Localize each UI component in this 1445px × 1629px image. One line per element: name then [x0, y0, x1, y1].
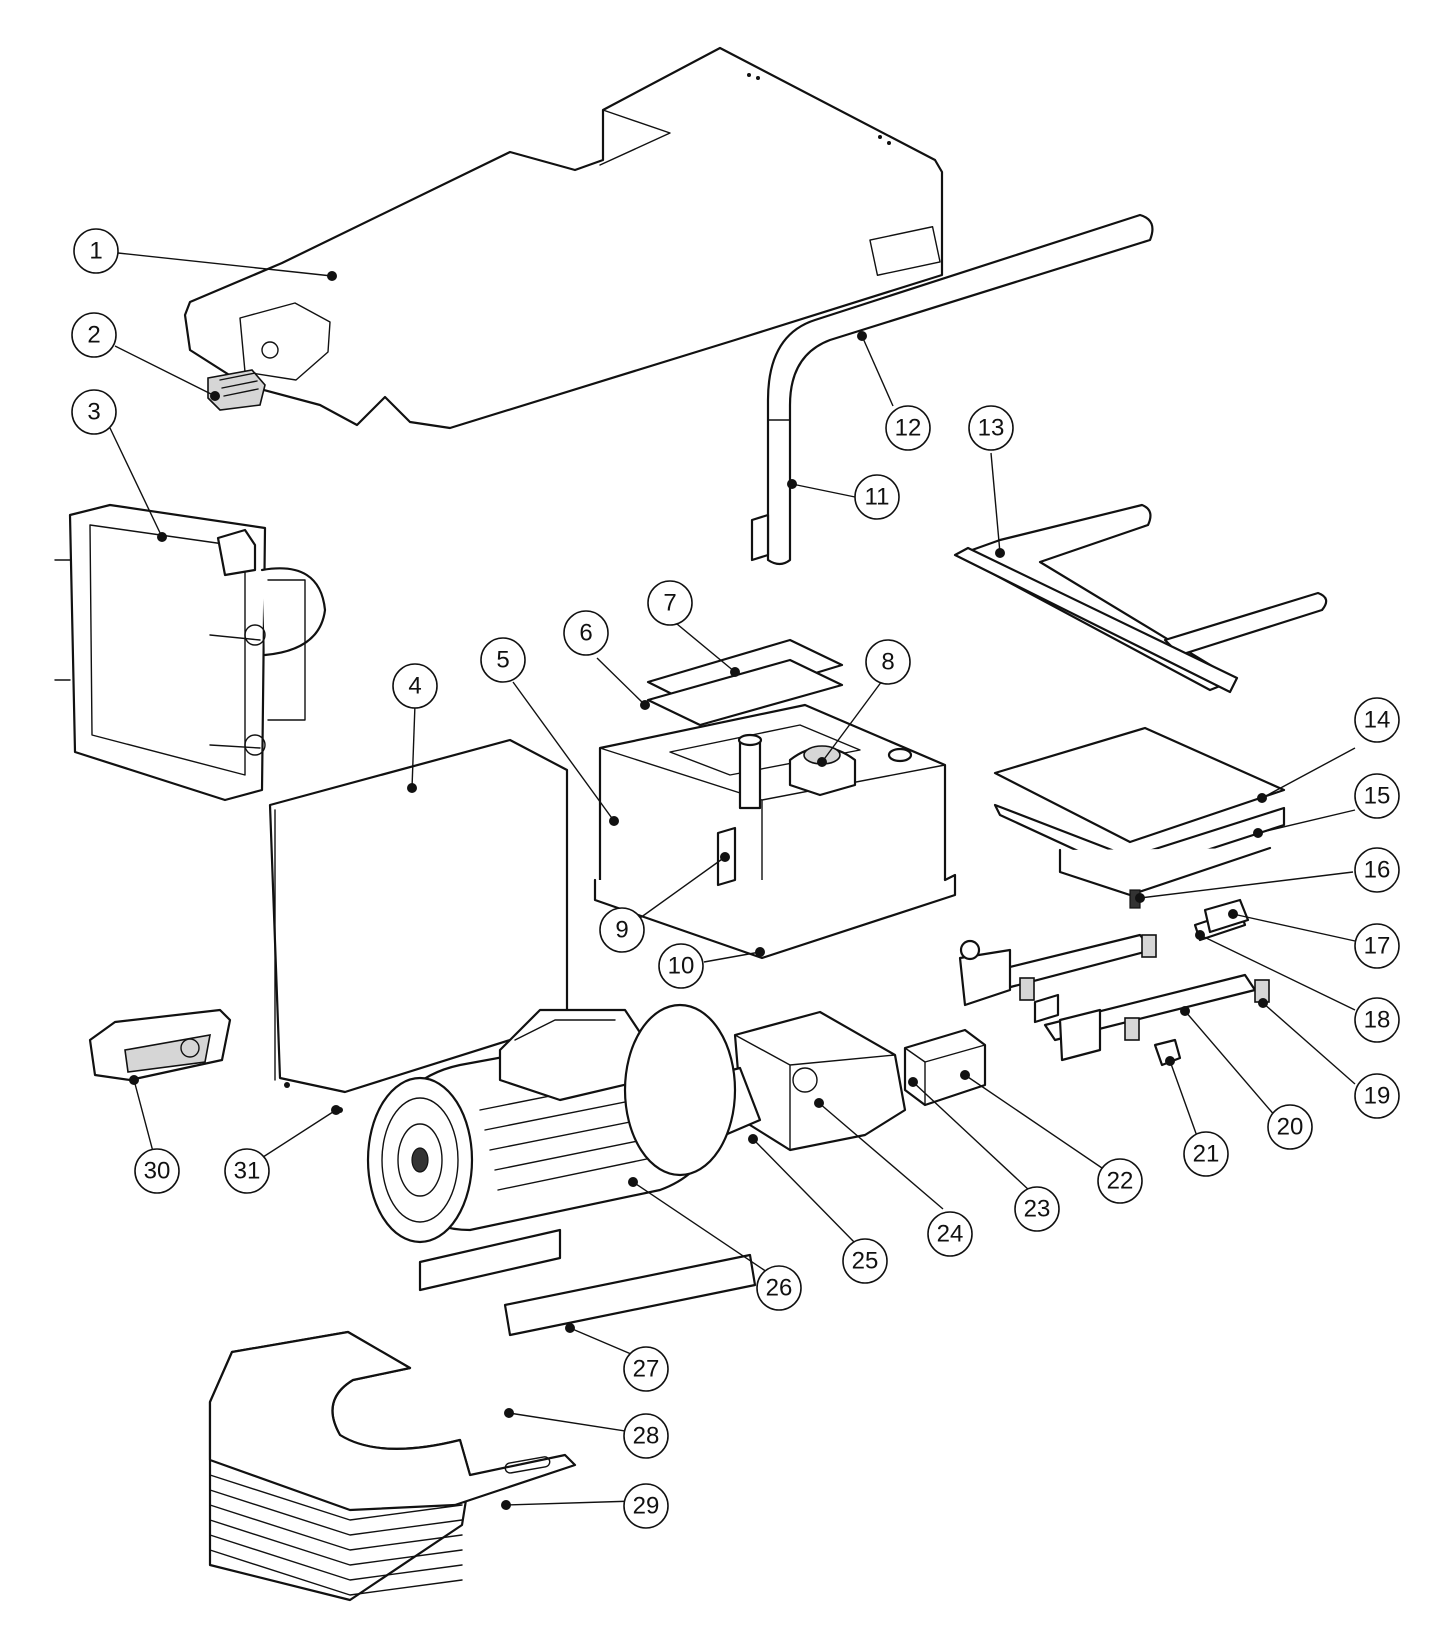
- part-oil-cooler: [54, 503, 327, 802]
- part-hydraulic-pump: [698, 1010, 987, 1152]
- callout-label: 11: [865, 484, 890, 511]
- callout-5: 5: [480, 637, 526, 683]
- callout-label: 5: [496, 647, 509, 674]
- callout-16: 16: [1354, 847, 1400, 893]
- callout-2: 2: [71, 312, 117, 358]
- callout-label: 6: [579, 620, 592, 647]
- callout-15: 15: [1354, 773, 1400, 819]
- callout-22: 22: [1097, 1158, 1143, 1204]
- callout-13: 13: [968, 405, 1014, 451]
- part-tank-lid: [646, 638, 844, 727]
- part-lamp: [207, 369, 266, 411]
- callout-label: 18: [1364, 1007, 1391, 1034]
- callout-label: 2: [87, 322, 100, 349]
- part-control-box: [88, 1008, 232, 1082]
- callout-label: 10: [668, 953, 695, 980]
- callout-label: 17: [1364, 933, 1391, 960]
- callout-label: 29: [633, 1493, 660, 1520]
- callout-19: 19: [1354, 1073, 1400, 1119]
- callout-11: 11: [854, 474, 900, 520]
- callout-label: 25: [852, 1248, 879, 1275]
- callout-label: 23: [1024, 1196, 1051, 1223]
- callout-label: 8: [881, 649, 894, 676]
- callout-7: 7: [647, 580, 693, 626]
- callout-label: 12: [895, 415, 922, 442]
- callout-17: 17: [1354, 923, 1400, 969]
- callout-dots: [129, 271, 1268, 1510]
- callout-27: 27: [623, 1346, 669, 1392]
- callout-14: 14: [1354, 697, 1400, 743]
- part-valve-frame: [958, 898, 1270, 1067]
- callout-label: 4: [408, 673, 421, 700]
- part-top-cover: [183, 46, 944, 430]
- callout-label: 26: [766, 1275, 793, 1302]
- callout-23: 23: [1014, 1186, 1060, 1232]
- callout-label: 27: [633, 1356, 660, 1383]
- callout-25: 25: [842, 1238, 888, 1284]
- callout-8: 8: [865, 639, 911, 685]
- callout-label: 31: [234, 1158, 261, 1185]
- callout-29: 29: [623, 1483, 669, 1529]
- callout-label: 28: [633, 1423, 660, 1450]
- callout-label: 14: [1364, 707, 1391, 734]
- callout-30: 30: [134, 1148, 180, 1194]
- callout-label: 13: [978, 415, 1005, 442]
- callout-10: 10: [658, 943, 704, 989]
- callout-28: 28: [623, 1413, 669, 1459]
- callout-label: 21: [1193, 1141, 1220, 1168]
- callout-label: 15: [1364, 783, 1391, 810]
- callout-leaders: [109, 252, 1356, 1506]
- callout-label: 16: [1364, 857, 1391, 884]
- callout-label: 30: [144, 1158, 171, 1185]
- callout-18: 18: [1354, 997, 1400, 1043]
- callout-20: 20: [1267, 1104, 1313, 1150]
- callout-label: 7: [663, 590, 676, 617]
- callout-label: 22: [1107, 1168, 1134, 1195]
- callout-label: 19: [1364, 1083, 1391, 1110]
- part-handle-bar: [750, 213, 1154, 566]
- callout-9: 9: [599, 907, 645, 953]
- part-oil-tank: [593, 703, 957, 960]
- callout-24: 24: [927, 1211, 973, 1257]
- callout-4: 4: [392, 663, 438, 709]
- part-counterweight: [208, 1330, 577, 1602]
- callout-26: 26: [756, 1265, 802, 1311]
- callout-1: 1: [73, 228, 119, 274]
- callout-3: 3: [71, 389, 117, 435]
- callout-label: 3: [87, 399, 100, 426]
- part-cover-plates: [993, 726, 1286, 909]
- callout-label: 9: [615, 917, 628, 944]
- callout-6: 6: [563, 610, 609, 656]
- callout-31: 31: [224, 1148, 270, 1194]
- callout-label: 1: [89, 238, 102, 265]
- callout-21: 21: [1183, 1131, 1229, 1177]
- part-handle-frame: [953, 503, 1328, 694]
- callout-label: 24: [937, 1221, 964, 1248]
- callout-12: 12: [885, 405, 931, 451]
- callout-label: 20: [1277, 1114, 1304, 1141]
